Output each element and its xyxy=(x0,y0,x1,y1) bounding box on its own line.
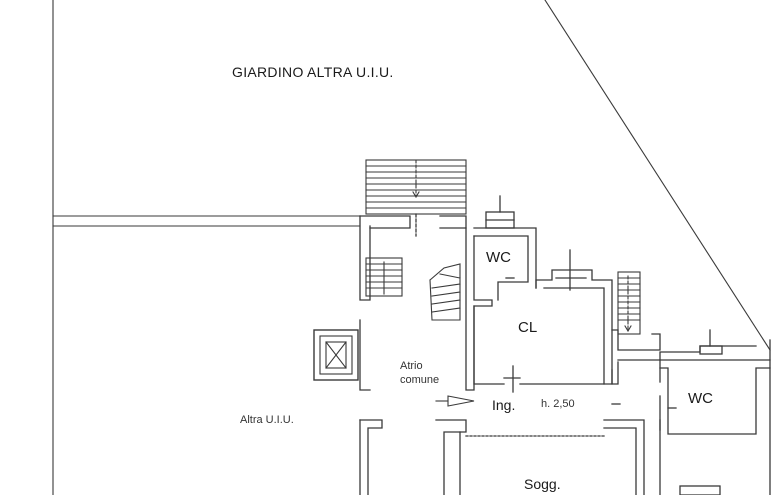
winder-flight xyxy=(429,263,461,321)
entrance-label: Ing. xyxy=(492,397,516,413)
upper-staircase xyxy=(365,159,467,215)
garden-wall xyxy=(52,215,361,227)
lift-shaft xyxy=(313,329,359,381)
stairwell-walls xyxy=(359,213,467,391)
right-corridor xyxy=(611,329,757,385)
wc-lower-room xyxy=(659,339,771,495)
living-room-label: Sogg. xyxy=(524,476,561,492)
wc-upper-room xyxy=(465,195,537,391)
ceiling-height-label: h. 2,50 xyxy=(541,398,575,410)
closet-room xyxy=(473,249,613,393)
closet-label: CL xyxy=(518,319,538,336)
right-staircase xyxy=(617,271,641,335)
wc-lower-label: WC xyxy=(688,390,713,407)
left-flight xyxy=(365,257,403,297)
living-room xyxy=(359,403,721,495)
property-boundary xyxy=(52,0,771,495)
entrance-arrow xyxy=(435,395,475,407)
atrium-label-line2: comune xyxy=(400,374,440,386)
other-unit-label: Altra U.I.U. xyxy=(240,414,294,426)
garden-label: GIARDINO ALTRA U.I.U. xyxy=(232,64,394,80)
wc-upper-label: WC xyxy=(486,249,511,266)
atrium-label-line1: Atrio xyxy=(400,360,423,372)
